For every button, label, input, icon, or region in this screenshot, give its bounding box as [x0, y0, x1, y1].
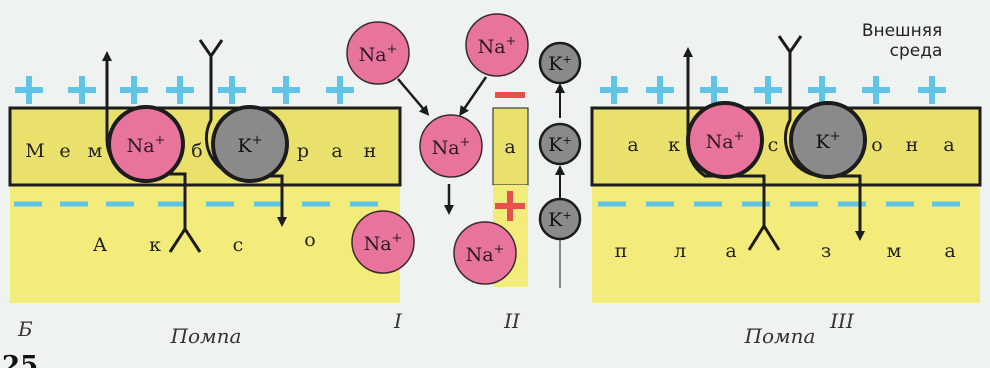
membrane-letter: М — [25, 140, 44, 162]
membrane-letter: с — [768, 134, 779, 156]
na-ion — [686, 101, 764, 179]
stage-two-label: II — [503, 309, 521, 333]
plus-sign-icon — [166, 76, 194, 104]
cytoplasm-letter: п — [615, 240, 628, 262]
membrane-letter: а — [331, 140, 342, 162]
stage-one-ions: Na+ Na+ Na+ Na+ Na+ — [346, 13, 529, 285]
outer-medium-label-line-2: среда — [890, 41, 943, 61]
membrane-letter: н — [906, 134, 919, 156]
na-ion — [107, 105, 185, 183]
k-ion-label: K+ — [815, 129, 840, 153]
k-channel-chain: K+ K+ K+ — [538, 41, 582, 288]
stage-one-label: I — [393, 309, 403, 333]
outer-medium-label-line-1: Внешняя — [862, 21, 942, 41]
plus-sign-icon — [326, 76, 354, 104]
na-ion-label: Na+ — [359, 42, 398, 66]
plus-sign-icon — [600, 76, 628, 104]
outside-plus-signs — [15, 76, 946, 104]
cytoplasm-letter: а — [944, 240, 955, 262]
k-ion — [789, 101, 867, 179]
channel-plus-sign — [495, 191, 525, 221]
figure-number-fragment: 25 — [2, 351, 38, 368]
membrane-right-letters: а к с о н а — [627, 134, 954, 156]
plus-sign-icon — [862, 76, 890, 104]
y-receptor-icon — [747, 223, 781, 251]
membrane-letter: м — [88, 140, 103, 162]
membrane-letter: а — [943, 134, 954, 156]
cytoplasm-letter: а — [725, 240, 736, 262]
k-ion — [211, 105, 289, 183]
cytoplasm-letter: к — [149, 234, 161, 256]
cytoplasm-letter: м — [887, 240, 902, 262]
panel-b-label: Б — [17, 317, 33, 341]
k-ion — [538, 122, 582, 166]
left-membrane — [8, 106, 402, 187]
stage-three-label: III — [829, 309, 855, 333]
k-ion-label: K+ — [548, 209, 571, 231]
na-ion-label: Na+ — [364, 231, 403, 255]
pump-caption-right: Помпа — [744, 324, 816, 348]
k-ion-label: K+ — [548, 53, 571, 75]
channel-minus-sign — [495, 92, 525, 98]
membrane-letter: р — [297, 140, 309, 162]
na-ion-label: Na+ — [478, 34, 517, 58]
na-ion — [346, 21, 410, 85]
k-ion-label: K+ — [548, 134, 571, 156]
left-pump: Na+ K+ — [102, 39, 289, 253]
na-ion — [453, 221, 517, 285]
membrane-letter: о — [871, 134, 882, 156]
plus-sign-icon — [15, 76, 43, 104]
arrow-icon — [459, 76, 488, 117]
cytoplasm-right-letters: п л а з м а — [615, 240, 956, 262]
cytoplasm-left-letters: А к с о — [93, 229, 316, 256]
cytoplasm-letter: л — [674, 240, 686, 262]
plus-sign-icon — [272, 76, 300, 104]
y-receptor-icon — [168, 226, 202, 253]
plus-sign-icon — [700, 76, 728, 104]
right-pump: Na+ K+ — [683, 35, 867, 251]
membrane-letter: н — [364, 140, 377, 162]
y-receptor-icon — [198, 39, 224, 59]
membrane-letter: б — [191, 140, 202, 162]
pump-caption-left: Помпа — [170, 324, 242, 348]
membrane-letter: е — [59, 140, 70, 162]
plus-sign-icon — [646, 76, 674, 104]
na-ion — [351, 210, 415, 274]
cytoplasm-letter: о — [304, 229, 315, 251]
na-ion-label: Na+ — [432, 135, 471, 159]
channel-letter: а — [504, 136, 515, 158]
k-ion — [538, 41, 582, 85]
plus-sign-icon — [68, 76, 96, 104]
membrane-letter: а — [627, 134, 638, 156]
plus-sign-icon — [808, 76, 836, 104]
na-ion — [419, 114, 483, 178]
na-ion-label: Na+ — [706, 129, 745, 153]
plus-sign-icon — [218, 76, 246, 104]
cytoplasm-letter: А — [93, 234, 108, 256]
membrane-letter: к — [668, 134, 680, 156]
plus-sign-icon — [754, 76, 782, 104]
cytoplasm-letter: с — [233, 234, 244, 256]
na-ion-label: Na+ — [127, 133, 166, 157]
plus-sign-icon — [918, 76, 946, 104]
plus-sign-icon — [120, 76, 148, 104]
membrane-left-letters: М е м б р а н — [25, 140, 376, 162]
na-ion — [465, 13, 529, 77]
y-receptor-icon — [777, 35, 803, 55]
na-ion-label: Na+ — [466, 242, 505, 266]
k-ion — [538, 197, 582, 241]
k-ion-label: K+ — [237, 133, 262, 157]
cytoplasm-letter: з — [821, 240, 831, 262]
arrow-icon — [397, 78, 430, 116]
